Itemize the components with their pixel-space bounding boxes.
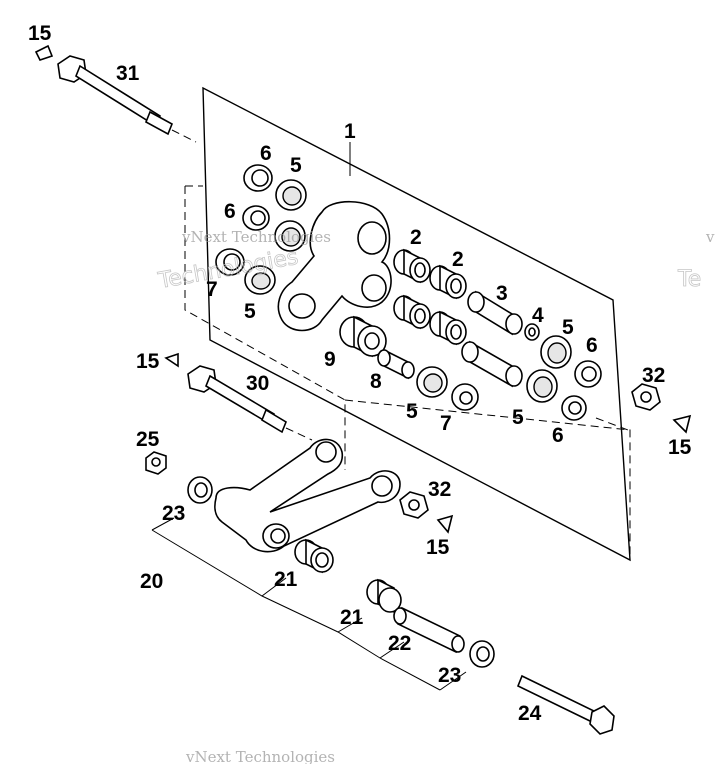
- seal-7-lower: [451, 383, 479, 411]
- callout-30: 30: [246, 372, 269, 395]
- bracket-lines: [151, 517, 467, 691]
- callout-2-a: 2: [410, 226, 422, 249]
- sleeve-22: [393, 606, 465, 654]
- seal-6-top: [243, 164, 273, 192]
- callout-9: 9: [324, 348, 336, 371]
- callout-21-upper: 21: [274, 568, 298, 591]
- nut-32-right: [595, 383, 661, 431]
- callout-6-b: 6: [224, 200, 236, 223]
- bolt-30: [187, 365, 313, 441]
- callout-5-b: 5: [244, 300, 256, 323]
- callout-15-lower: 15: [426, 536, 450, 559]
- nut-32-lower: [399, 491, 429, 519]
- callout-15-top: 15: [28, 22, 52, 45]
- callout-15-left: 15: [136, 350, 160, 373]
- bearing-9: [339, 315, 387, 358]
- seal-6-mid: [242, 205, 270, 231]
- needle-bearing-2-d: [429, 310, 467, 346]
- callout-7-a: 7: [206, 278, 218, 301]
- callout-6-c: 6: [586, 334, 598, 357]
- watermark-text-3: Te: [677, 267, 701, 292]
- needle-bearing-2-a: [393, 248, 431, 284]
- rocker-link: [277, 201, 392, 332]
- needle-bearing-2-c: [393, 294, 431, 330]
- ring-5-lower: [416, 366, 448, 398]
- watermark-text-4: vNext Technologies: [185, 748, 335, 764]
- callout-22: 22: [388, 632, 411, 655]
- callout-15-right: 15: [668, 436, 692, 459]
- link-arm-20: [214, 438, 401, 553]
- nut-25: [145, 451, 167, 475]
- callout-3: 3: [496, 282, 508, 305]
- seal-7-left: [215, 248, 245, 276]
- bushing-23-lower: [469, 640, 495, 668]
- callout-5-a: 5: [290, 154, 302, 177]
- needle-bearing-21-upper: [294, 538, 334, 574]
- callouts: 15 31 1 6 5 6 7 5 2 2 3 4 5 6 9 8 5 7 5 …: [28, 22, 692, 725]
- sleeve-3-lower: [461, 340, 523, 388]
- callout-8: 8: [370, 370, 382, 393]
- ring-5-top: [275, 179, 307, 211]
- needle-bearing-2-b: [429, 264, 467, 300]
- cap-nut-15-left: [164, 352, 179, 368]
- callout-32-right: 32: [642, 364, 665, 387]
- callout-21-lower: 21: [340, 606, 364, 629]
- seal-6-right-lower: [561, 395, 587, 421]
- callout-25: 25: [136, 428, 160, 451]
- callout-1: 1: [344, 120, 356, 143]
- callout-5-c: 5: [562, 316, 574, 339]
- callout-5-d: 5: [406, 400, 418, 423]
- seal-6-right-upper: [574, 360, 602, 388]
- callout-32-lower: 32: [428, 478, 451, 501]
- callout-24: 24: [518, 702, 542, 725]
- callout-23-lower: 23: [438, 664, 461, 687]
- callout-20: 20: [140, 570, 163, 593]
- callout-5-e: 5: [512, 406, 524, 429]
- callout-6-a: 6: [260, 142, 272, 165]
- needle-bearing-21-lower: [366, 578, 402, 614]
- ring-5-right-upper: [540, 335, 572, 369]
- cap-nut-15-right: [672, 414, 692, 434]
- sleeve-3-upper: [467, 290, 523, 336]
- ring-5-left: [244, 265, 276, 295]
- callout-4: 4: [532, 304, 544, 327]
- callout-6-d: 6: [552, 424, 564, 447]
- callout-7-b: 7: [440, 412, 452, 435]
- sleeve-8: [377, 348, 415, 380]
- bolt-24: [516, 674, 615, 735]
- ring-5-right-lower: [526, 369, 558, 403]
- watermark-text-1: vNext Technologies: [181, 228, 331, 246]
- washer-4: [524, 323, 540, 341]
- callout-31: 31: [116, 62, 140, 85]
- cap-nut-15-lower: [436, 514, 454, 534]
- watermark-edge-v: v: [705, 228, 715, 246]
- kit-frame: [184, 86, 631, 562]
- callout-2-b: 2: [452, 248, 464, 271]
- ring-5-mid: [274, 220, 306, 252]
- callout-23-left: 23: [162, 502, 185, 525]
- bushing-23-left: [187, 476, 213, 504]
- bolt-31: [57, 55, 197, 143]
- cap-nut-15-top: [34, 44, 54, 61]
